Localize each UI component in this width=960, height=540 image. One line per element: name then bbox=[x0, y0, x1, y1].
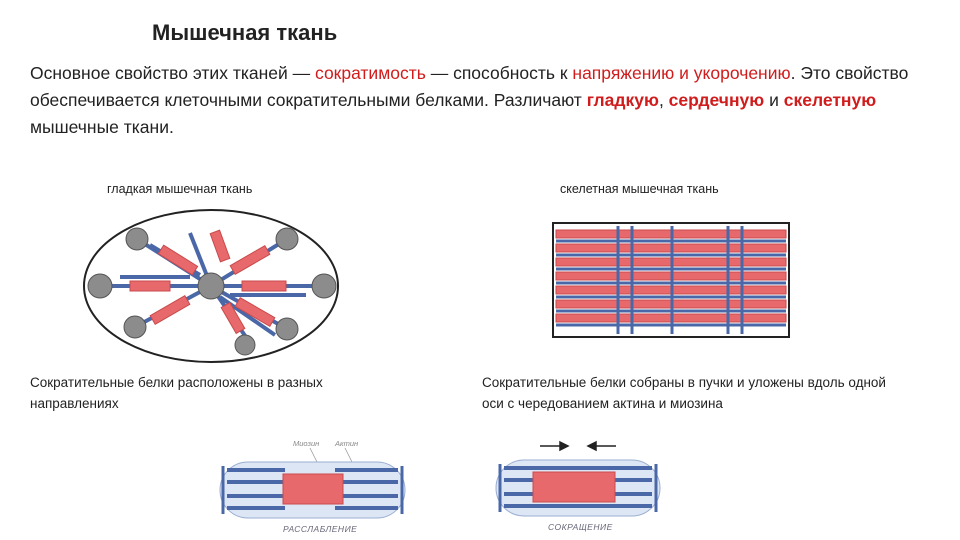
term-cardiac: сердечную bbox=[668, 90, 765, 110]
term-smooth: гладкую bbox=[586, 90, 659, 110]
skeletal-caption: скелетная мышечная ткань bbox=[560, 182, 719, 196]
term-contractility: сократимость bbox=[315, 63, 426, 83]
contraction-diagram: СОКРАЩЕНИЕ bbox=[495, 440, 661, 532]
smooth-muscle-diagram bbox=[83, 209, 339, 363]
myosin-label: Миозин bbox=[293, 439, 319, 448]
relaxation-label: РАССЛАБЛЕНИЕ bbox=[283, 524, 357, 534]
smooth-caption: гладкая мышечная ткань bbox=[107, 182, 253, 196]
actin-label: Актин bbox=[334, 439, 358, 448]
skeletal-description: Сократительные белки собраны в пучки и у… bbox=[482, 375, 886, 411]
term-skeletal: скелетную bbox=[783, 90, 877, 110]
relaxation-diagram: Миозин Актин РАССЛАБЛЕНИЕ bbox=[219, 439, 406, 534]
intro-paragraph: Основное свойство этих тканей — сократим… bbox=[30, 63, 909, 137]
page-title: Мышечная ткань bbox=[152, 20, 338, 45]
skeletal-muscle-diagram bbox=[552, 222, 790, 338]
term-tension: напряжению и укорочению bbox=[572, 63, 791, 83]
contraction-label: СОКРАЩЕНИЕ bbox=[548, 522, 613, 532]
smooth-description: Сократительные белки расположены в разны… bbox=[30, 375, 323, 411]
